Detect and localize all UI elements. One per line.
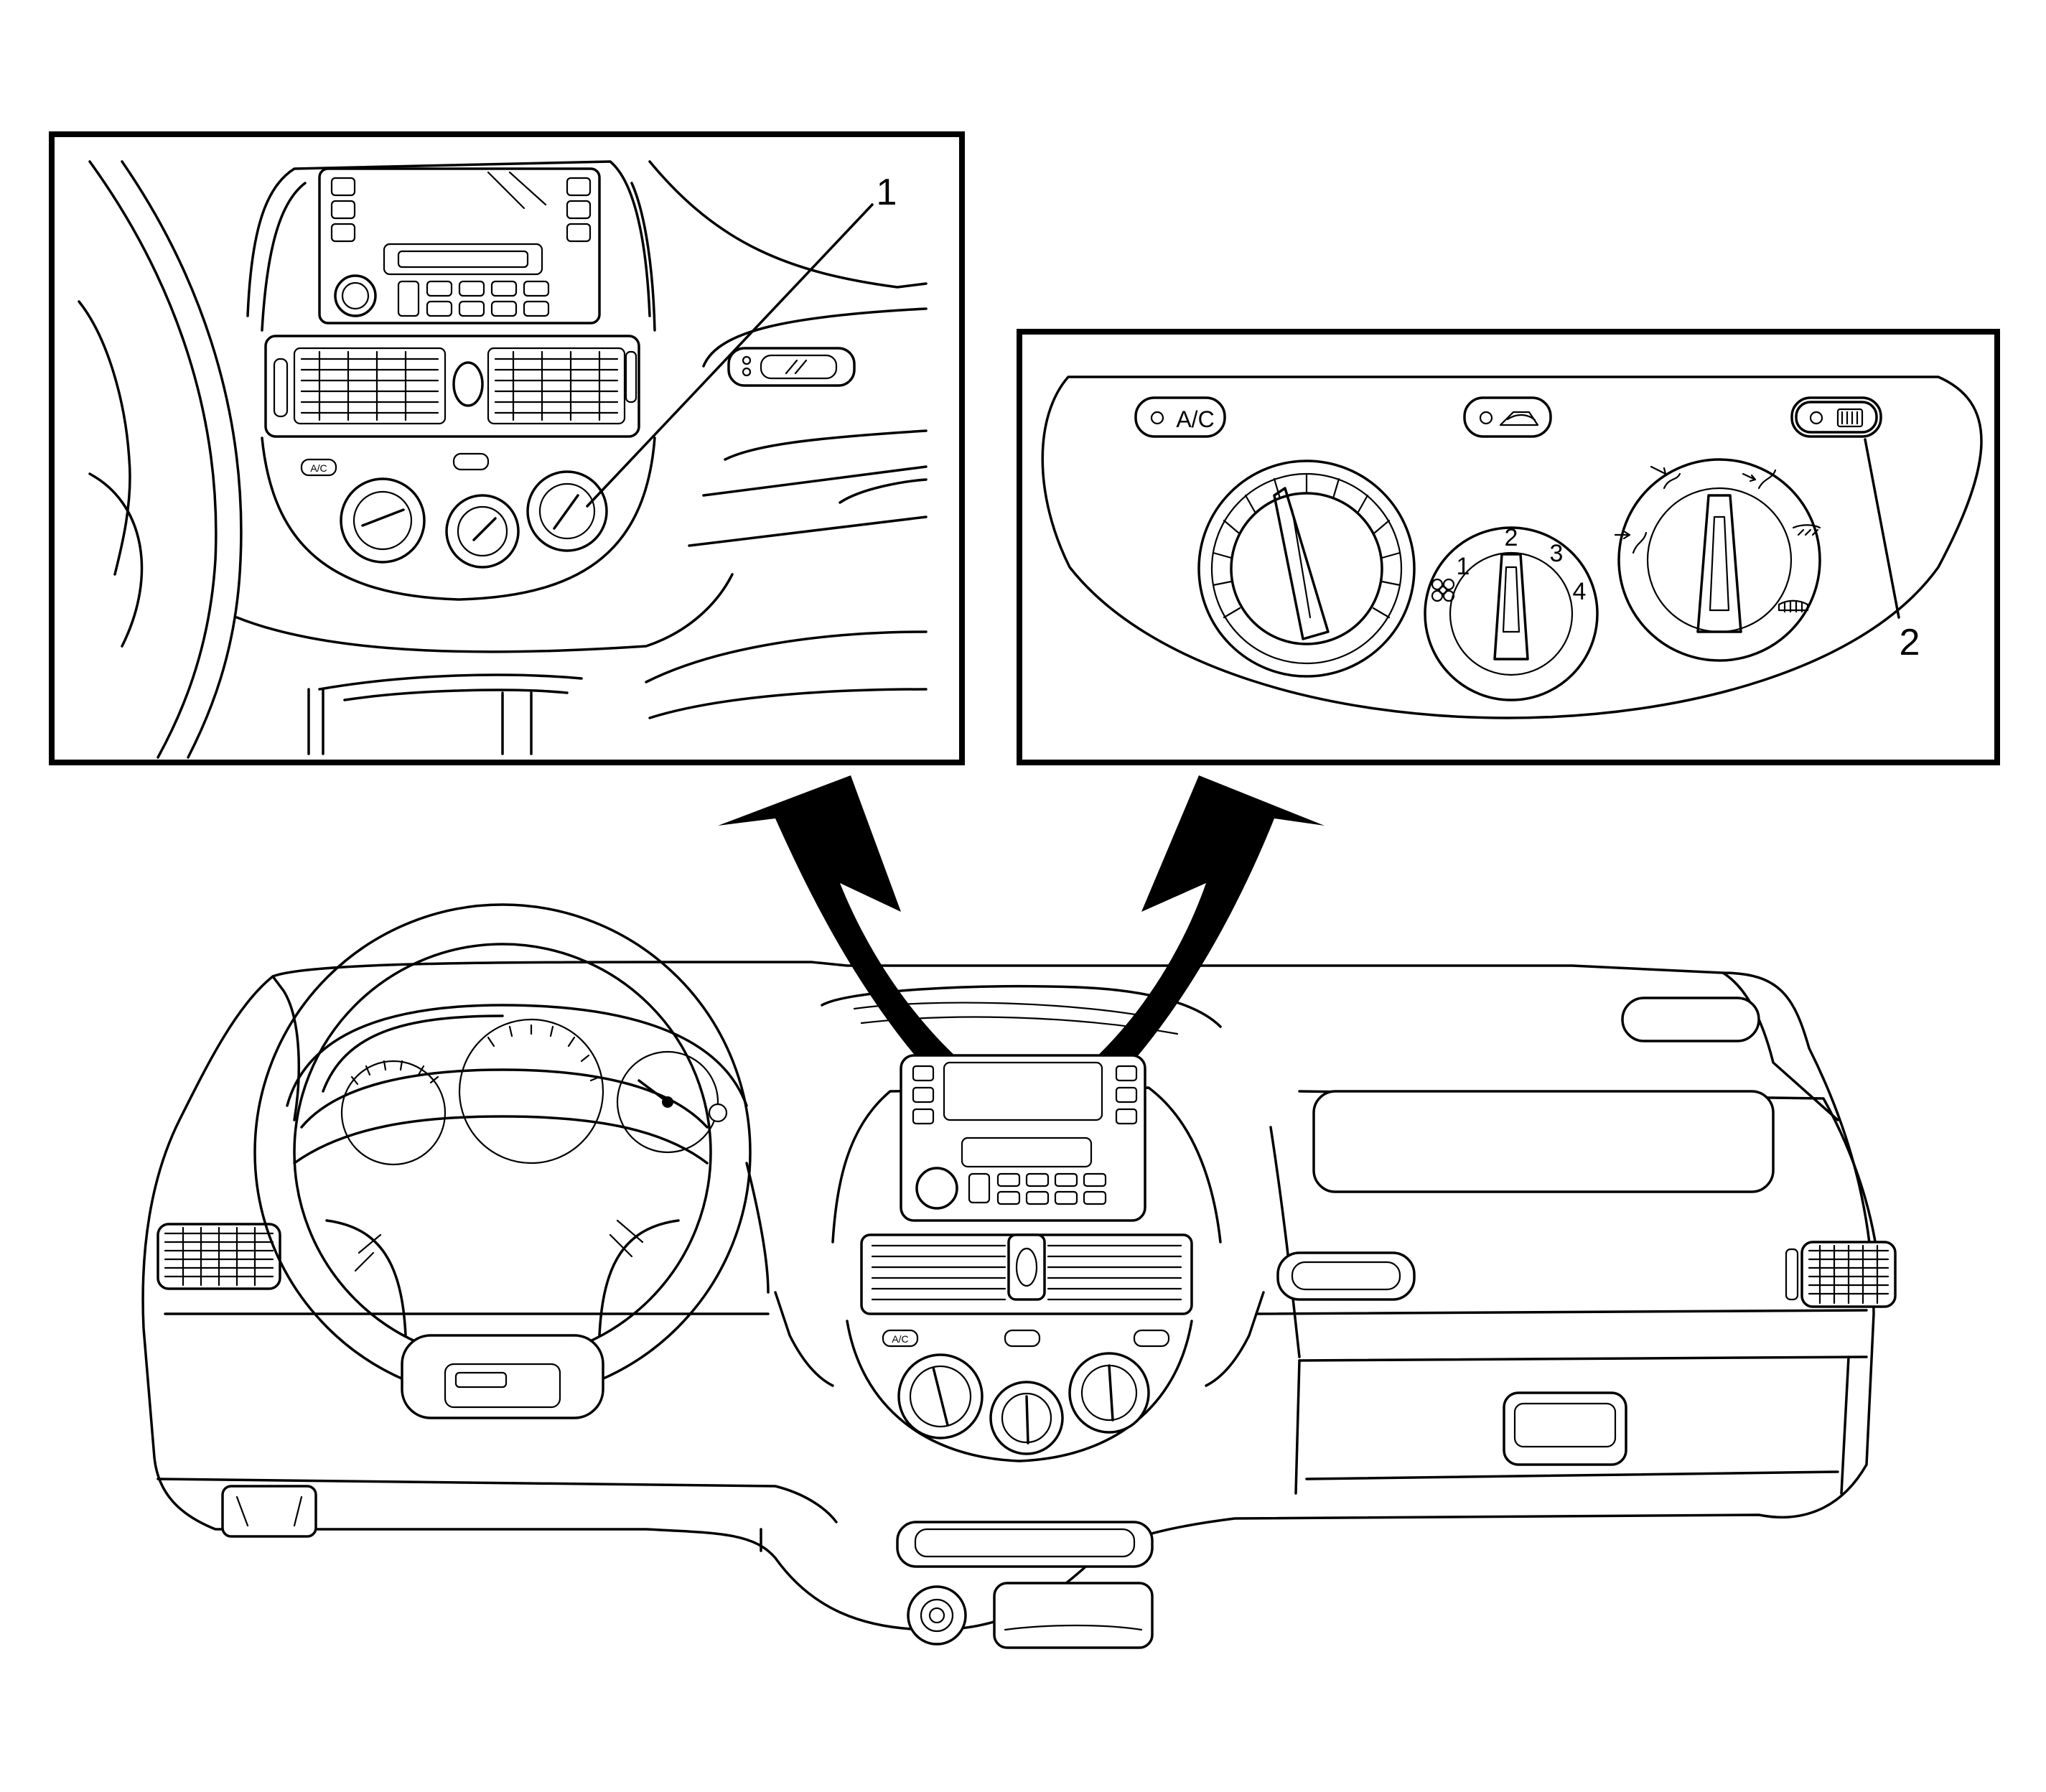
arrow-to-right-detail <box>1034 775 1325 1109</box>
arrow-to-left-detail <box>718 775 1019 1109</box>
temperature-knob[interactable] <box>1197 459 1416 678</box>
recirculation-indicator <box>1479 411 1493 425</box>
ac-button[interactable] <box>1134 396 1226 438</box>
rear-defrost-indicator <box>1809 411 1823 425</box>
fan-icon <box>1431 578 1455 602</box>
defrost-mode-icon <box>1778 599 1809 613</box>
zoom-arrows <box>718 775 1325 1109</box>
center-console-detail: A/C 1 <box>49 131 965 765</box>
ac-indicator <box>1150 411 1164 425</box>
callout-1: 1 <box>877 172 897 213</box>
floor-mode-icon <box>1742 469 1777 490</box>
svg-text:A/C: A/C <box>310 462 327 474</box>
callout-2: 2 <box>1900 622 1920 663</box>
vent-mode-icon <box>1614 530 1648 554</box>
detail-frame-left <box>49 131 965 765</box>
defrost-floor-mode-icon <box>1792 524 1821 536</box>
speed-label-3: 3 <box>1550 540 1564 567</box>
speed-label-4: 4 <box>1573 578 1587 605</box>
bilevel-mode-icon <box>1650 465 1681 490</box>
svg-text:A/C: A/C <box>892 1333 908 1345</box>
leader-line-2 <box>1864 438 1900 619</box>
leader-line-1 <box>586 203 874 508</box>
mode-knob[interactable] <box>1614 458 1821 662</box>
hvac-control-panel-detail: A/C 1 2 <box>1017 329 2000 765</box>
blower-speed-knob[interactable]: 1 2 3 4 <box>1424 524 1599 701</box>
rear-defrost-icon <box>1836 408 1864 428</box>
speed-label-1: 1 <box>1457 553 1470 580</box>
instrument-panel-overview: A/C <box>141 903 1897 1649</box>
recirculation-icon <box>1499 411 1539 426</box>
detail-frame-right <box>1017 329 2000 765</box>
speed-label-2: 2 <box>1505 524 1518 551</box>
ac-button-label: A/C <box>1176 406 1214 432</box>
